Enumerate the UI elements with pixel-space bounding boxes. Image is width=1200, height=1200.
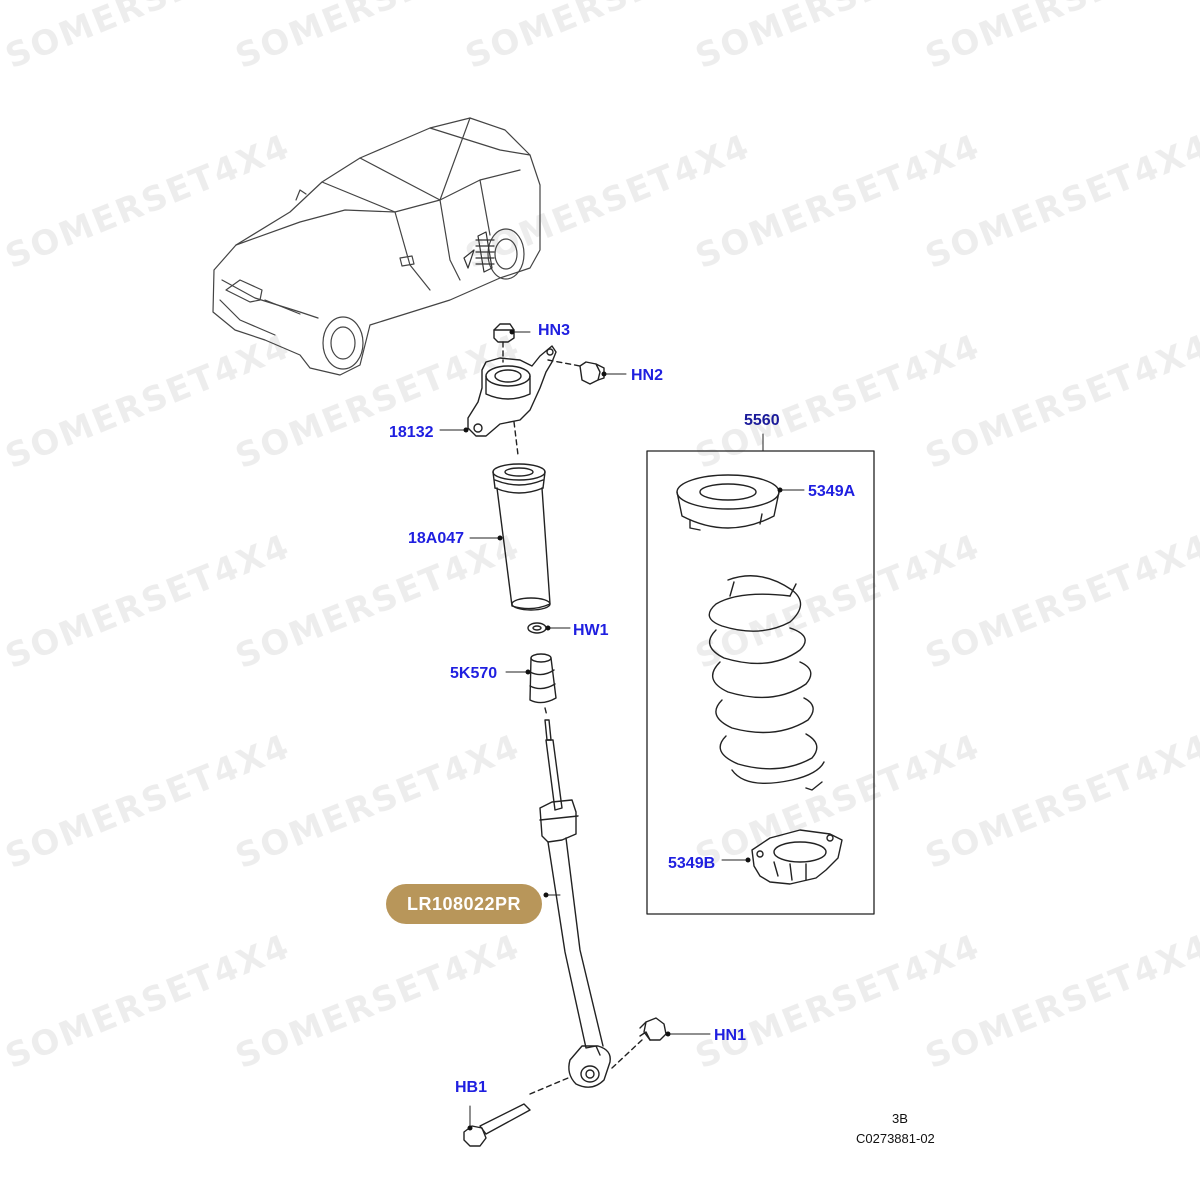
nut-hn1	[639, 1017, 667, 1041]
vehicle-illustration	[212, 117, 541, 376]
callout-5349b[interactable]: 5349B	[668, 855, 716, 872]
upper-spring-seat-5349A	[676, 474, 780, 531]
nut-hn2	[579, 361, 605, 385]
callout-18a047[interactable]: 18A047	[408, 530, 465, 547]
dust-boot-18A047	[492, 463, 551, 611]
callout-hn1[interactable]: HN1	[714, 1027, 747, 1044]
coil-spring	[708, 575, 825, 791]
callout-5560[interactable]: 5560	[744, 412, 780, 429]
lower-spring-seat-5349B	[751, 829, 843, 885]
top-mount-bracket-18132	[467, 345, 557, 437]
spring-kit-box-5560	[646, 450, 875, 915]
sheet-number: 3B	[892, 1111, 908, 1126]
callout-hn2[interactable]: HN2	[631, 367, 664, 384]
bolt-hb1	[463, 1103, 531, 1147]
callout-5k570[interactable]: 5K570	[450, 665, 498, 682]
callout-hb1[interactable]: HB1	[455, 1079, 488, 1096]
callout-18132[interactable]: 18132	[389, 424, 434, 441]
washer-hw1	[527, 622, 547, 634]
bump-stop-5K570	[529, 653, 557, 704]
highlighted-part-badge[interactable]: LR108022PR	[386, 884, 542, 924]
diagram-reference-code: C0273881-02	[856, 1131, 935, 1146]
shock-absorber-LR108022PR	[539, 719, 611, 1088]
callout-hn3[interactable]: HN3	[538, 322, 571, 339]
callout-hw1[interactable]: HW1	[573, 622, 609, 639]
callout-5349a[interactable]: 5349A	[808, 483, 856, 500]
